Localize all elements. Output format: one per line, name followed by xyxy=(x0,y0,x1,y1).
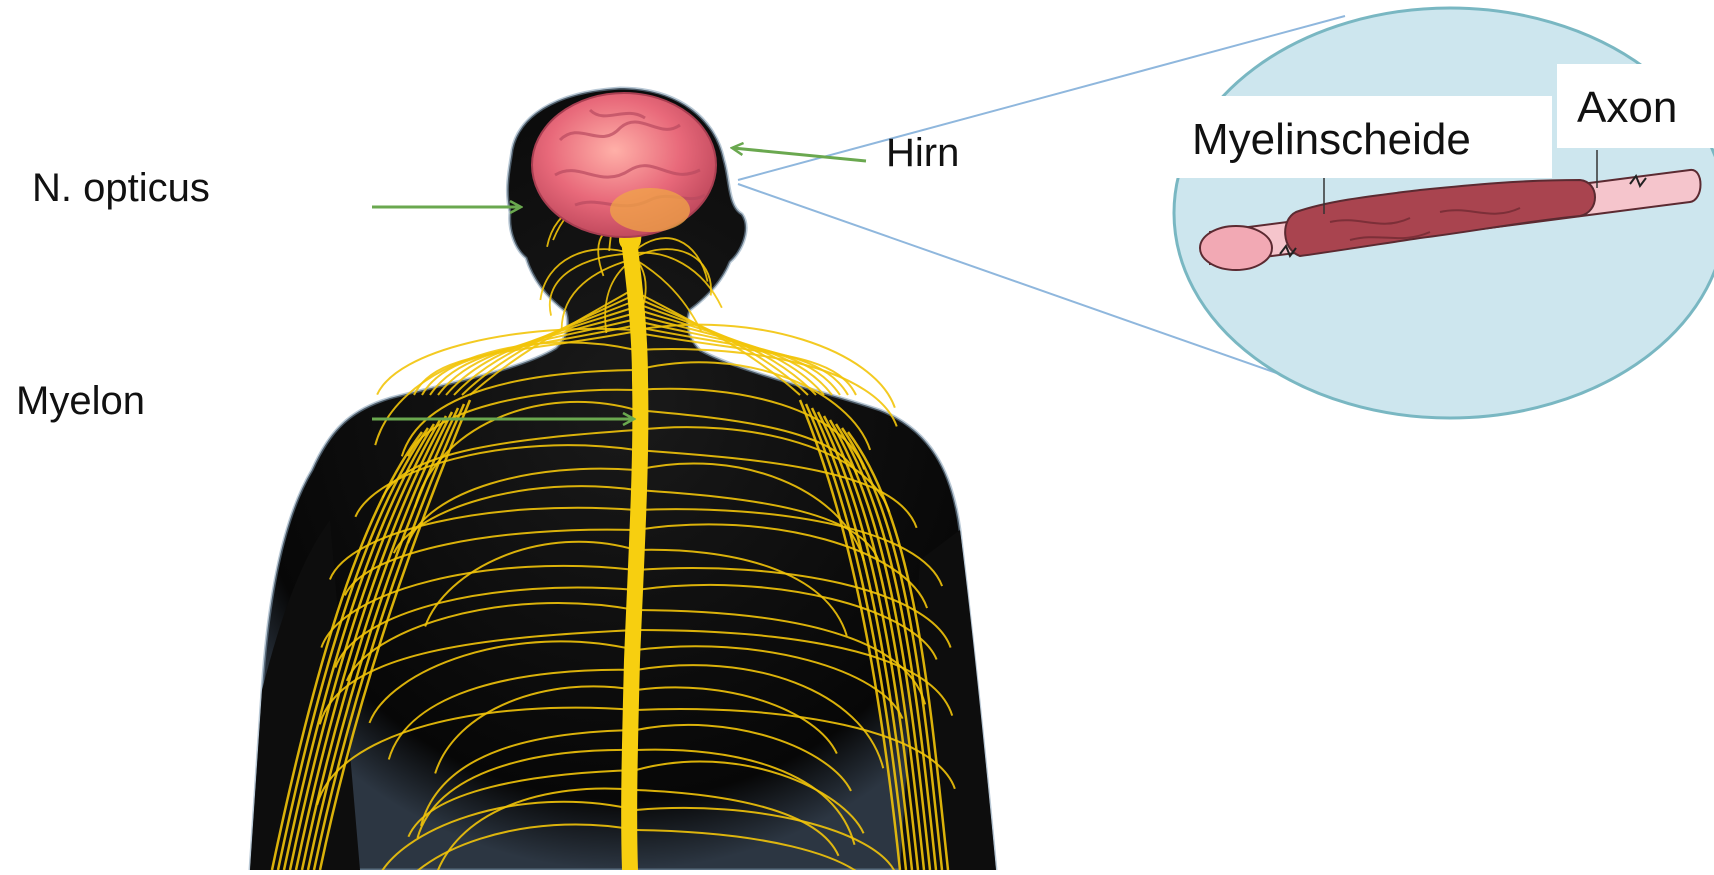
label-myelinscheide: Myelinscheide xyxy=(1192,118,1471,162)
label-n-opticus: N. opticus xyxy=(32,168,210,208)
label-hirn: Hirn xyxy=(886,133,959,173)
axon-end xyxy=(1200,226,1272,270)
brain xyxy=(532,93,716,237)
label-axon: Axon xyxy=(1577,86,1677,130)
label-myelon: Myelon xyxy=(16,381,145,421)
